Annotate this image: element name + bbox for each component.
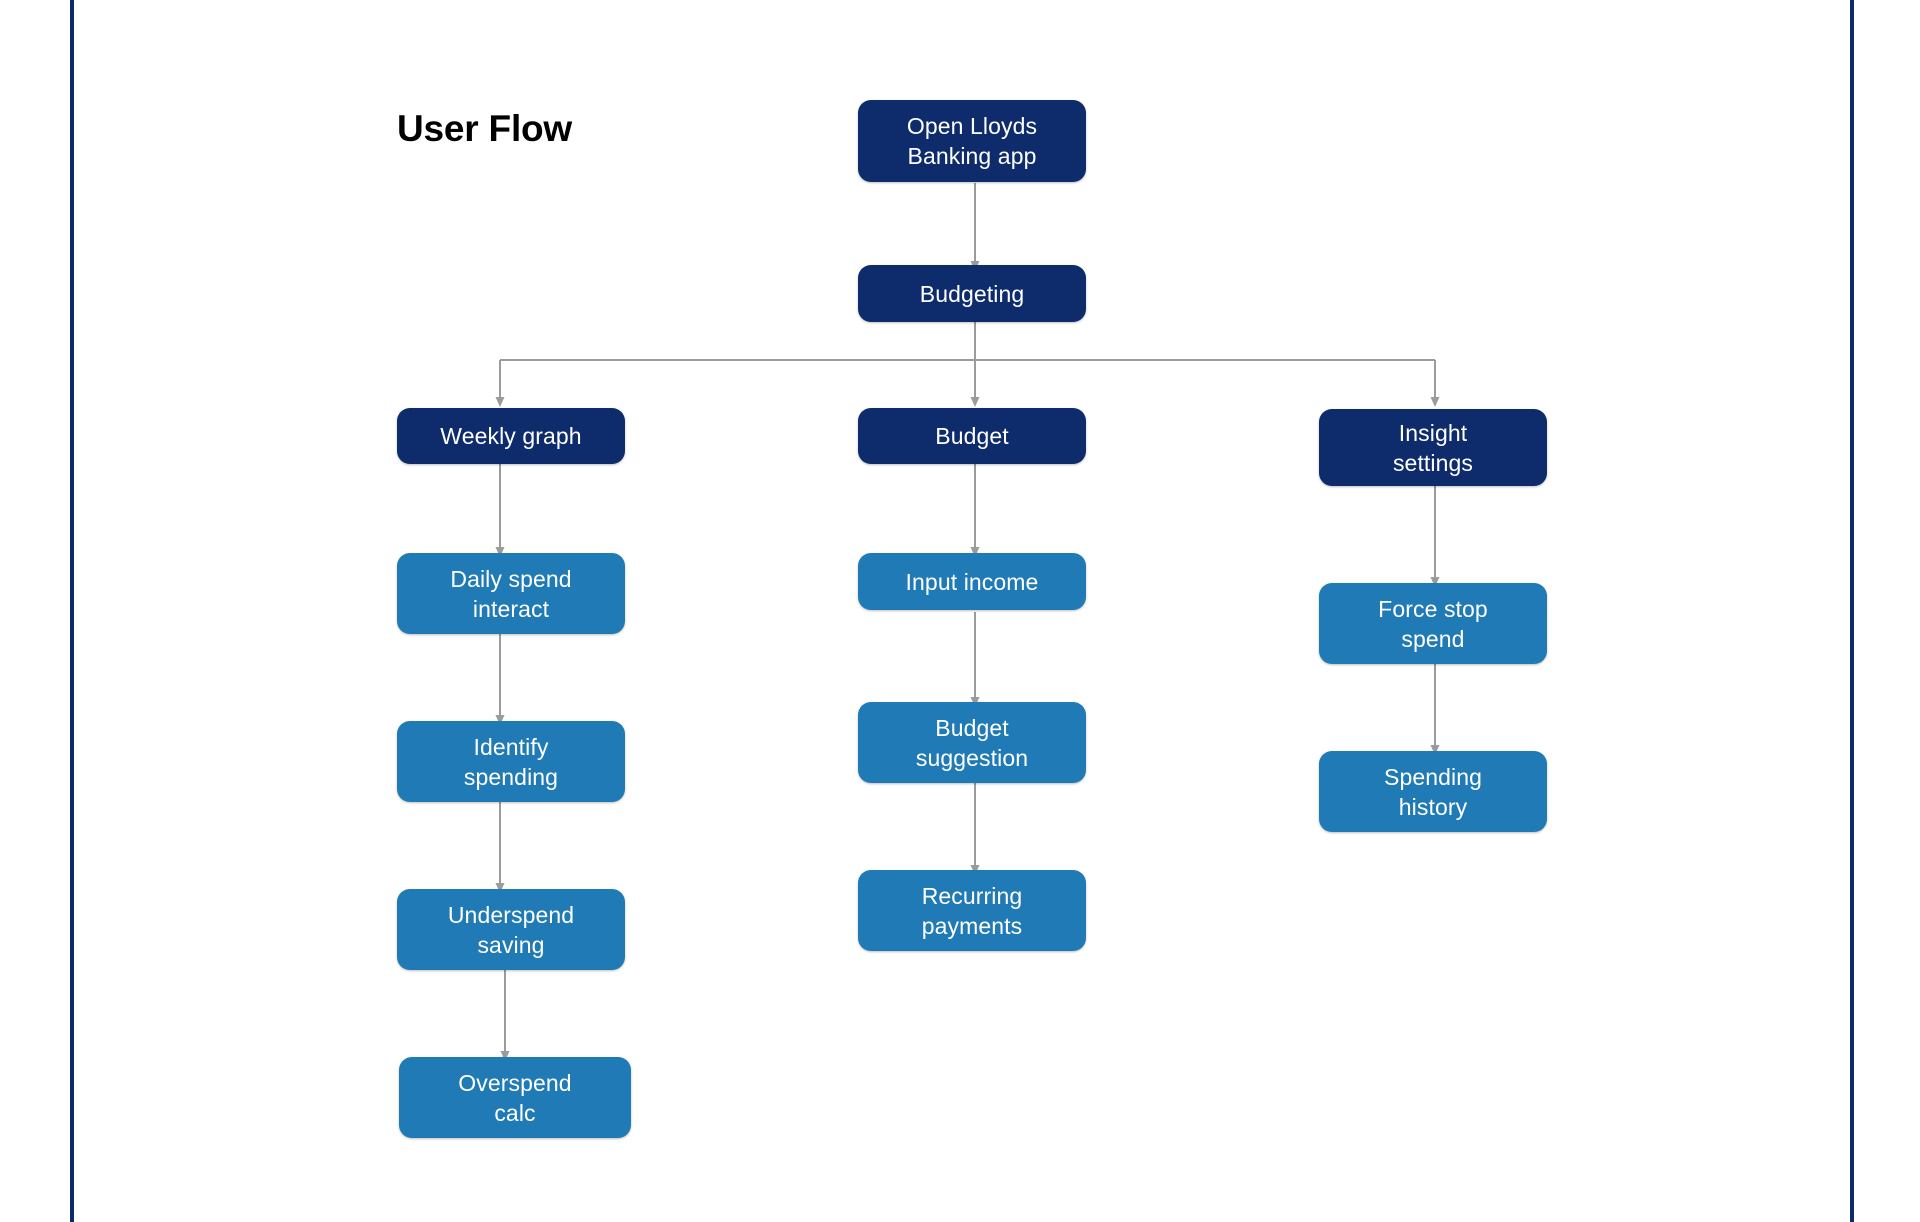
node-budget[interactable]: Budget — [858, 408, 1086, 464]
node-label: Input income — [905, 568, 1039, 595]
node-underspend-saving[interactable]: Underspend saving — [397, 889, 625, 970]
node-label: Insight settings — [1392, 419, 1474, 476]
node-label: Daily spend interact — [450, 565, 572, 622]
node-budgeting[interactable]: Budgeting — [858, 265, 1086, 322]
left-border-rule — [70, 0, 74, 1222]
node-recurring-payments[interactable]: Recurring payments — [858, 870, 1086, 951]
node-label: Budgeting — [919, 280, 1025, 307]
node-label: Spending history — [1384, 763, 1482, 820]
node-daily-spend-interact[interactable]: Daily spend interact — [397, 553, 625, 634]
node-input-income[interactable]: Input income — [858, 553, 1086, 610]
node-force-stop-spend[interactable]: Force stop spend — [1319, 583, 1547, 664]
node-label: Budget — [935, 423, 1009, 449]
node-label: Recurring payments — [921, 882, 1023, 939]
node-label: Underspend saving — [447, 901, 575, 958]
node-open-lloyds-banking-app[interactable]: Open Lloyds Banking app — [858, 100, 1086, 182]
page-title: User Flow — [397, 108, 573, 149]
node-identify-spending[interactable]: Identify spending — [397, 721, 625, 802]
node-label: Identify spending — [463, 733, 559, 790]
node-label: Budget suggestion — [915, 714, 1029, 771]
node-weekly-graph[interactable]: Weekly graph — [397, 408, 625, 464]
node-overspend-calc[interactable]: Overspend calc — [399, 1057, 631, 1138]
node-label: Open Lloyds Banking app — [906, 113, 1038, 169]
node-label: Force stop spend — [1378, 595, 1488, 652]
node-insight-settings[interactable]: Insight settings — [1319, 409, 1547, 486]
node-label: Overspend calc — [458, 1069, 572, 1126]
node-label: Weekly graph — [440, 423, 582, 449]
right-border-rule — [1850, 0, 1854, 1222]
node-spending-history[interactable]: Spending history — [1319, 751, 1547, 832]
node-budget-suggestion[interactable]: Budget suggestion — [858, 702, 1086, 783]
